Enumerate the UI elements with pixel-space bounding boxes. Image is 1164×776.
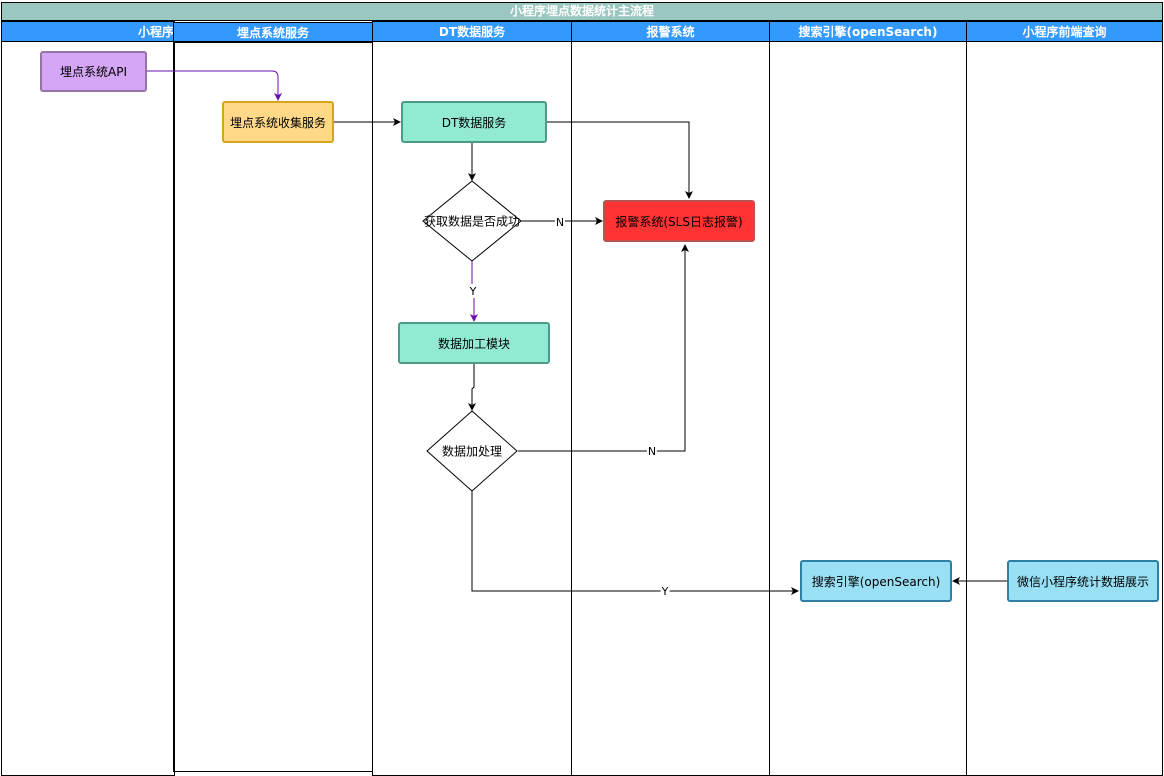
alarm-node[interactable]: 报警系统(SLS日志报警) (603, 200, 755, 242)
edge-process-yes (471, 491, 799, 595)
lane-label: 小程序 (137, 25, 174, 39)
lane-header: 报警系统 (572, 22, 769, 42)
dt-service-node[interactable]: DT数据服务 (401, 101, 547, 143)
edge-process-decision (468, 363, 476, 411)
edge-api-collect (146, 70, 282, 101)
node-label: 数据加工模块 (437, 336, 510, 351)
tracking-api-node[interactable]: 埋点系统API (40, 51, 147, 92)
edge-label-process-yes: Y (660, 585, 670, 598)
process-module-node[interactable]: 数据加工模块 (398, 322, 550, 364)
diagram-title: 小程序埋点数据统计主流程 (1, 2, 1163, 21)
lane-label: 报警系统 (646, 25, 695, 39)
decision-process-label: 数据加处理 (441, 444, 503, 459)
collect-service-node[interactable]: 埋点系统收集服务 (222, 101, 334, 143)
decision-fetch-shape (422, 180, 522, 262)
lane-header: 小程序 (2, 22, 174, 42)
lane-header: 搜索引擎(openSearch) (770, 22, 966, 42)
lane-frontend-query: 小程序前端查询 (966, 21, 1163, 776)
node-label: 搜索引擎(openSearch) (811, 574, 941, 589)
edge-label-process-no: N (646, 445, 658, 458)
stats-display-node[interactable]: 微信小程序统计数据展示 (1007, 560, 1159, 602)
search-engine-node[interactable]: 搜索引擎(openSearch) (800, 560, 952, 602)
lane-alarm: 报警系统 (571, 21, 770, 776)
edge-dt-alarm (546, 121, 693, 199)
lane-header: DT数据服务 (373, 22, 571, 42)
edge-fetch-yes (472, 261, 474, 321)
decision-process-shape (426, 410, 518, 492)
lane-label: 小程序前端查询 (1022, 25, 1107, 39)
node-label: 微信小程序统计数据展示 (1016, 574, 1149, 589)
node-label: 埋点系统收集服务 (229, 115, 326, 130)
lane-label: 埋点系统服务 (236, 26, 309, 40)
lane-tracking-collect: 埋点系统服务 (173, 22, 373, 772)
lane-header: 小程序前端查询 (967, 22, 1162, 42)
node-label: 报警系统(SLS日志报警) (615, 214, 743, 229)
node-label: DT数据服务 (441, 115, 507, 130)
edge-process-no (518, 244, 689, 452)
decision-fetch-label: 获取数据是否成功 (423, 214, 521, 229)
edge-label-fetch-yes: Y (468, 285, 478, 298)
node-label: 埋点系统API (60, 65, 127, 79)
lane-label: DT数据服务 (438, 25, 506, 39)
lane-header: 埋点系统服务 (174, 23, 372, 43)
lane-label: 搜索引擎(openSearch) (798, 25, 938, 39)
edge-label-fetch-no: N (554, 216, 566, 229)
